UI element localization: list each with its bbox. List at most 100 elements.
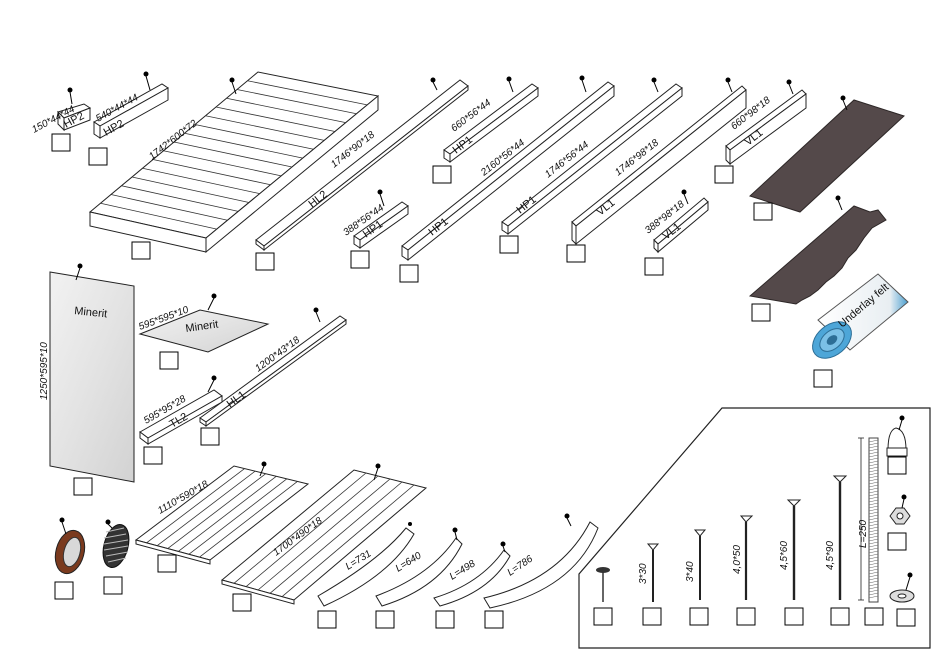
quantity-box[interactable]	[432, 165, 452, 184]
quantity-box[interactable]	[255, 252, 275, 271]
slat-line	[131, 176, 250, 203]
slat-line	[167, 473, 266, 549]
screw-icon: 4,0*50	[732, 515, 756, 626]
slat-line	[245, 475, 379, 587]
quantity-box[interactable]	[103, 576, 123, 595]
slat-line	[199, 481, 298, 558]
quantity-box[interactable]	[714, 165, 734, 184]
quantity-box[interactable]	[350, 250, 370, 269]
pin-icon	[375, 463, 381, 469]
quantity-box[interactable]	[864, 607, 884, 626]
slat-line	[110, 194, 228, 221]
quantity-box[interactable]	[232, 593, 252, 612]
thread-line	[868, 505, 879, 509]
part-vl1-388: 388*98*18 VL1	[643, 189, 709, 276]
part-underlay-felt: Underlay felt	[812, 273, 909, 388]
quantity-box[interactable]	[435, 610, 455, 629]
quantity-box[interactable]	[751, 303, 771, 322]
quantity-box[interactable]	[131, 241, 151, 260]
thread-line	[868, 553, 879, 557]
slat-line	[257, 478, 391, 591]
quantity-box[interactable]	[399, 264, 419, 283]
quantity-box[interactable]	[484, 610, 504, 629]
pin-icon	[500, 541, 506, 547]
part-roofing-sheet	[749, 95, 905, 221]
thread-line	[868, 484, 879, 488]
thread-line	[868, 496, 879, 500]
washer-icon	[889, 572, 916, 627]
quantity-box[interactable]	[143, 446, 163, 465]
pin-icon	[901, 494, 907, 500]
thread-line	[868, 586, 879, 590]
quantity-box[interactable]	[689, 607, 709, 626]
quantity-box[interactable]	[499, 235, 519, 254]
quantity-box[interactable]	[200, 427, 220, 446]
thread-line	[868, 544, 879, 548]
pin-icon	[430, 77, 436, 83]
dim-label: 4,5*90	[825, 541, 836, 570]
pin-icon	[452, 527, 458, 533]
quantity-box[interactable]	[73, 477, 93, 496]
thread-line	[868, 589, 879, 593]
part-roofing-shingle	[748, 195, 887, 322]
part-panel-1110: 1110*590*18	[134, 461, 310, 573]
thread-line	[868, 439, 879, 443]
quantity-box[interactable]	[830, 607, 850, 626]
thread-line	[868, 460, 879, 464]
pin-icon	[579, 75, 585, 81]
thread-line	[868, 532, 879, 536]
slat-line	[188, 478, 288, 555]
quantity-box[interactable]	[375, 610, 395, 629]
slat-line	[184, 132, 303, 159]
slat-line	[156, 470, 256, 547]
slat-line	[269, 481, 403, 594]
pin-icon	[143, 71, 149, 77]
part-minerit-panel: Minerit 1250*595*10	[39, 263, 135, 496]
quantity-box[interactable]	[593, 607, 613, 626]
screw-icon: 3*30	[638, 543, 662, 626]
pin-icon	[408, 522, 412, 526]
hardware-panel: 3*30 3*40 4,0*50 4,5*60 4,5*90	[578, 407, 931, 649]
roofing-nail-icon	[593, 567, 613, 626]
part-curve-498: L=498	[433, 541, 511, 629]
quantity-box[interactable]	[157, 554, 177, 573]
quantity-box[interactable]	[896, 608, 916, 627]
quantity-box[interactable]	[566, 244, 586, 263]
quantity-box[interactable]	[736, 607, 756, 626]
thread-line	[868, 559, 879, 563]
pin-icon	[786, 79, 792, 85]
thread-line	[868, 523, 879, 527]
dim-label: L=498	[448, 558, 478, 582]
pin-icon	[211, 293, 217, 299]
thread-line	[868, 472, 879, 476]
thread-line	[868, 442, 879, 446]
quantity-box[interactable]	[54, 581, 74, 600]
pin-icon	[506, 76, 512, 82]
thread-line	[868, 481, 879, 485]
slat-line	[142, 167, 260, 195]
quantity-box[interactable]	[642, 607, 662, 626]
quantity-box[interactable]	[51, 133, 71, 152]
dim-label: 4,5*60	[779, 541, 790, 570]
quantity-box[interactable]	[887, 456, 907, 475]
thread-line	[868, 571, 879, 575]
quantity-box[interactable]	[159, 351, 179, 370]
screw-icon: 4,5*90	[825, 475, 850, 626]
quantity-box[interactable]	[784, 607, 804, 626]
pin-icon	[261, 461, 267, 467]
quantity-box[interactable]	[317, 610, 337, 629]
pin-icon	[67, 87, 73, 93]
pin-icon	[313, 307, 319, 313]
screw-icon: 4,5*60	[779, 499, 804, 626]
thread-line	[868, 487, 879, 491]
quantity-box[interactable]	[813, 369, 833, 388]
thread-line	[868, 568, 879, 572]
pin-icon	[840, 95, 846, 101]
quantity-box[interactable]	[88, 147, 108, 166]
quantity-box[interactable]	[644, 257, 664, 276]
pin-icon	[564, 513, 570, 519]
quantity-box[interactable]	[887, 532, 907, 551]
dim-label: 3*40	[685, 561, 696, 582]
part-vent-grille	[102, 519, 130, 595]
quantity-box[interactable]	[753, 202, 773, 221]
